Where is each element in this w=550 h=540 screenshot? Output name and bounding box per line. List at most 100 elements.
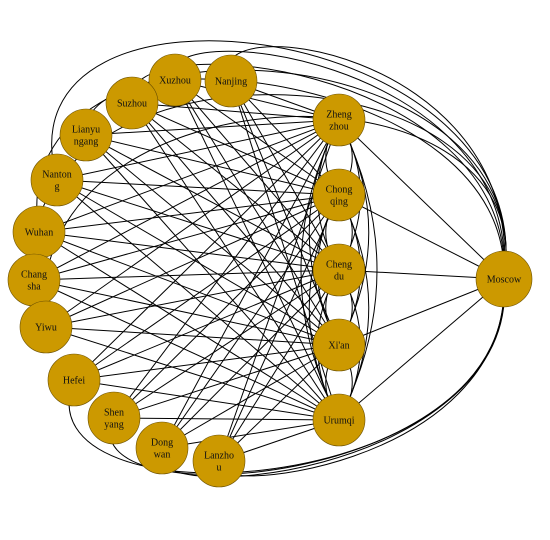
edge-wuhan-zhengzhou (38, 119, 340, 233)
edge-chongqing-moscow (338, 194, 505, 280)
edge-dongwan-urumqi (161, 419, 340, 449)
edge-yiwu-chongqing (45, 194, 340, 328)
edge-dongwan-chengdu (161, 269, 340, 449)
node-label-zhengzhou: Zheng (326, 110, 352, 121)
edge-shenyang-urumqi (113, 417, 340, 421)
edge-xuzhou-urumqi (174, 79, 340, 421)
edge-shenyang-chengdu (113, 269, 340, 419)
node-label-hefei: Hefei (63, 376, 85, 387)
node-xuzhou: Xuzhou (148, 53, 202, 107)
node-yiwu: Yiwu (19, 300, 73, 354)
edge-dongwan-zhengzhou (161, 119, 340, 449)
edge-wuhan-moscow (36, 69, 507, 280)
edge-lianyungang-chengdu (85, 134, 340, 271)
edge-nantong-moscow (51, 40, 507, 280)
node-circle-hefei (47, 353, 101, 407)
node-circle-nanjing (204, 54, 258, 108)
edge-wuhan-urumqi (38, 231, 340, 421)
node-label-chongqing: Chong (326, 185, 353, 196)
node-label-shenyang: yang (104, 420, 123, 431)
node-label-dongwan: wan (154, 450, 171, 461)
node-circle-xuzhou (148, 53, 202, 107)
edge-lanzhou-chengdu (218, 269, 340, 462)
edge-hefei-xian (73, 344, 340, 381)
node-label-lanzhou: Lanzho (204, 451, 234, 462)
node-suzhou: Suzhou (105, 76, 159, 130)
edge-urumqi-moscow (338, 278, 505, 421)
edge-changsha-chongqing (33, 194, 340, 281)
edge-yiwu-chengdu (45, 269, 340, 328)
edge-hefei-urumqi (73, 379, 340, 421)
edge-xuzhou-chengdu (174, 79, 340, 271)
node-label-dongwan: Dong (151, 438, 173, 449)
node-label-xuzhou: Xuzhou (159, 76, 191, 87)
edge-xuzhou-xian (174, 79, 340, 346)
edge-zhengzhou-moscow (338, 119, 505, 280)
node-circle-zhengzhou (312, 93, 366, 147)
node-label-chengdu: Cheng (326, 260, 352, 271)
edge-changsha-xian (33, 279, 340, 346)
node-nanjing: Nanjing (204, 54, 258, 108)
edge-lianyungang-xian (85, 134, 340, 346)
edge-suzhou-chengdu (131, 102, 340, 271)
edge-yiwu-zhengzhou (45, 119, 340, 328)
node-label-nantong: Nanton (42, 170, 71, 181)
node-circle-dongwan (135, 421, 189, 475)
edge-shenyang-zhengzhou (113, 119, 340, 419)
node-moscow: Moscow (475, 250, 533, 308)
node-label-shenyang: Shen (104, 408, 124, 419)
node-label-suzhou: Suzhou (117, 99, 147, 110)
edge-changsha-urumqi (33, 279, 340, 421)
edge-nantong-urumqi (56, 179, 340, 421)
node-label-xian: Xi'an (328, 341, 349, 352)
edge-shenyang-chongqing (113, 194, 340, 419)
edge-xian-moscow (338, 278, 505, 346)
edge-changsha-chengdu (33, 269, 340, 281)
node-label-chongqing: qing (330, 197, 348, 208)
edge-hefei-zhengzhou (73, 119, 340, 381)
edges-layer (32, 40, 507, 478)
node-label-lanzhou: u (217, 463, 222, 474)
edge-wuhan-chengdu (38, 231, 340, 271)
node-label-changsha: Chang (21, 270, 47, 281)
node-label-yiwu: Yiwu (35, 323, 57, 334)
node-label-changsha: sha (27, 282, 41, 293)
node-circle-moscow (475, 250, 533, 308)
edge-suzhou-zhengzhou (131, 102, 340, 121)
edge-lianyungang-chongqing (85, 134, 340, 196)
node-circle-xian (312, 318, 366, 372)
node-circle-chongqing (312, 168, 366, 222)
node-urumqi: Urumqi (312, 393, 366, 447)
nodes-layer: NanjingXuzhouSuzhouLianyungangNantongWuh… (7, 53, 533, 488)
edge-dongwan-xian (161, 344, 340, 449)
node-circle-shenyang (87, 391, 141, 445)
edge-suzhou-chongqing (131, 102, 340, 196)
node-circle-urumqi (312, 393, 366, 447)
node-label-lianyungang: ngang (74, 137, 98, 148)
node-label-lianyungang: Lianyu (72, 125, 100, 136)
node-circle-lanzhou (192, 434, 246, 488)
node-label-nantong: g (55, 182, 60, 193)
edge-yiwu-moscow (43, 115, 507, 328)
node-hefei: Hefei (47, 353, 101, 407)
node-label-chengdu: du (334, 272, 344, 283)
edge-suzhou-moscow (130, 63, 505, 280)
edge-wuhan-chongqing (38, 194, 340, 233)
edge-xuzhou-zhengzhou (174, 79, 340, 121)
edge-nantong-zhengzhou (56, 119, 340, 181)
edge-suzhou-urumqi (131, 102, 340, 421)
edge-nantong-chongqing (56, 179, 340, 196)
node-circle-yiwu (19, 300, 73, 354)
node-circle-chengdu (312, 243, 366, 297)
edge-shenyang-xian (113, 344, 340, 419)
node-wuhan: Wuhan (12, 205, 66, 259)
node-label-wuhan: Wuhan (25, 228, 53, 239)
